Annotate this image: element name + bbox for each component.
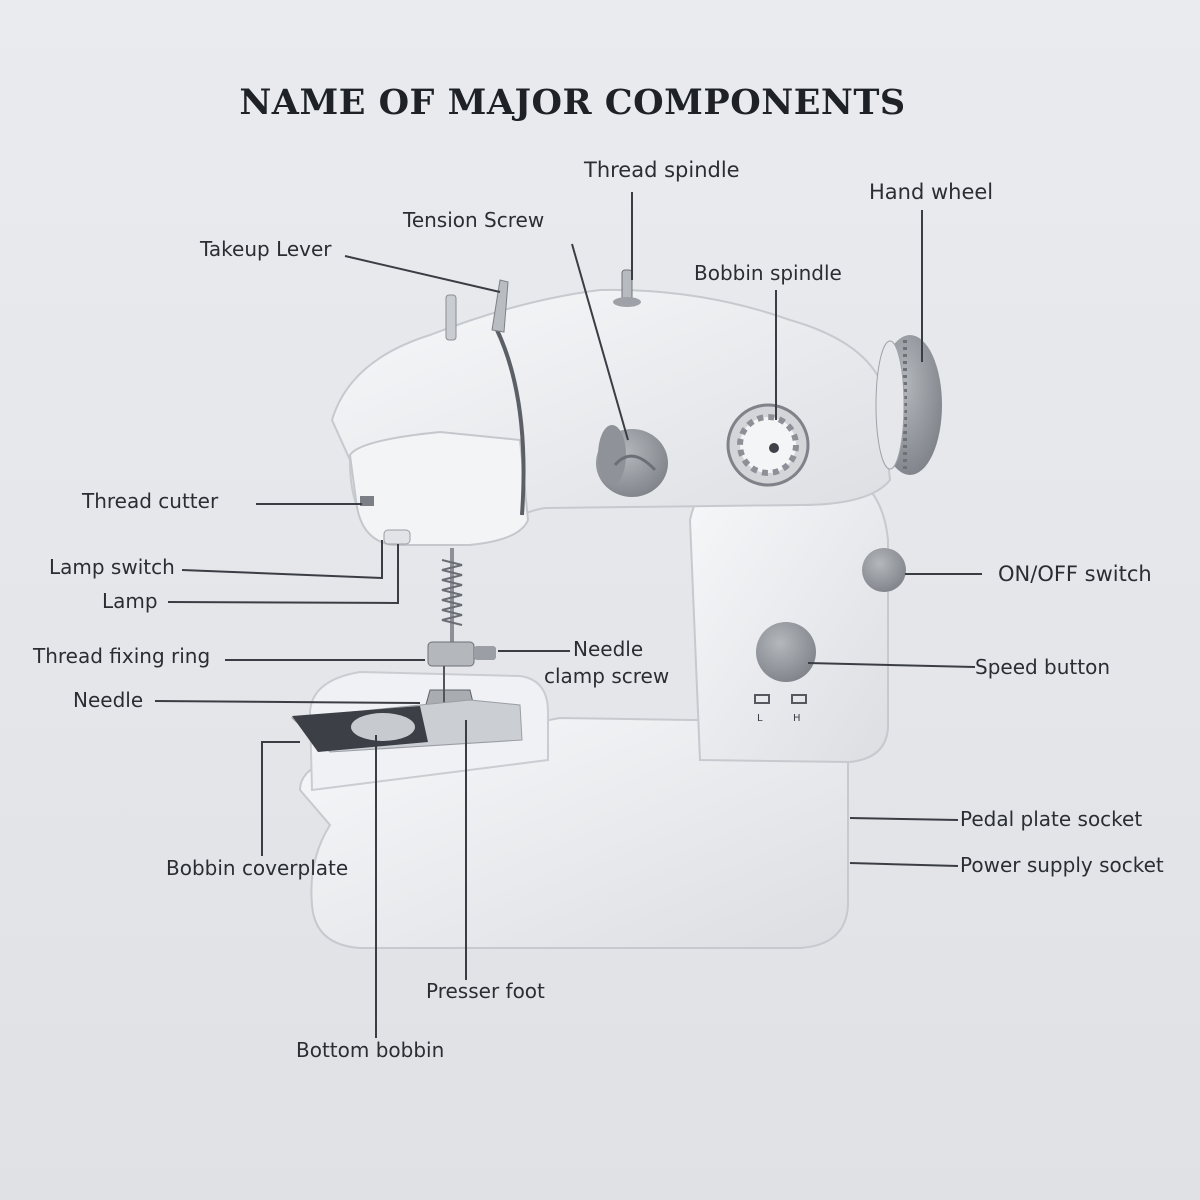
speed-low-mark: L [757,713,763,724]
on-off-switch-shape [862,548,906,592]
tension-knob [596,425,668,497]
thread-cutter-shape [360,496,374,506]
machine-pillar [688,464,889,764]
label-bobbin-spindle: Bobbin spindle [694,261,842,285]
label-bottom-bobbin: Bottom bobbin [296,1038,445,1062]
needle-clamp [427,641,475,667]
hand-wheel-shape [875,335,942,475]
label-thread-fixing-ring: Thread fixing ring [33,644,211,668]
face-plate-seam [495,329,526,516]
bottom-bobbin-shape [351,713,415,741]
label-needle-clamp-screw-line1: Needle [573,637,644,661]
label-power-supply-socket: Power supply socket [960,853,1164,877]
needle-spring [441,559,463,626]
lamp-shape [383,529,411,545]
label-lamp-switch: Lamp switch [49,555,175,579]
diagram-title: NAME OF MAJOR COMPONENTS [239,82,906,123]
label-thread-cutter: Thread cutter [82,489,219,513]
thread-guide-post [445,294,457,341]
label-speed-button: Speed button [975,655,1111,679]
label-needle-clamp-screw-line2: clamp screw [544,664,670,688]
label-needle: Needle [73,688,144,712]
speed-button-shape [756,622,816,682]
speed-high-mark: H [793,713,801,724]
label-hand-wheel: Hand wheel [869,180,994,204]
label-tension-screw: Tension Screw [403,208,545,232]
bobbin-spindle-shape [726,403,810,487]
label-takeup-lever: Takeup Lever [200,237,332,261]
leader-lines [154,192,982,1038]
label-bobbin-coverplate: Bobbin coverplate [166,856,349,880]
label-presser-foot: Presser foot [426,979,545,1003]
label-on-off-switch: ON/OFF switch [998,562,1152,586]
machine-head-face [348,430,530,546]
label-lamp: Lamp [102,589,158,613]
label-pedal-plate-socket: Pedal plate socket [960,807,1143,831]
takeup-lever-shape [491,279,509,333]
label-thread-spindle: Thread spindle [584,158,740,182]
